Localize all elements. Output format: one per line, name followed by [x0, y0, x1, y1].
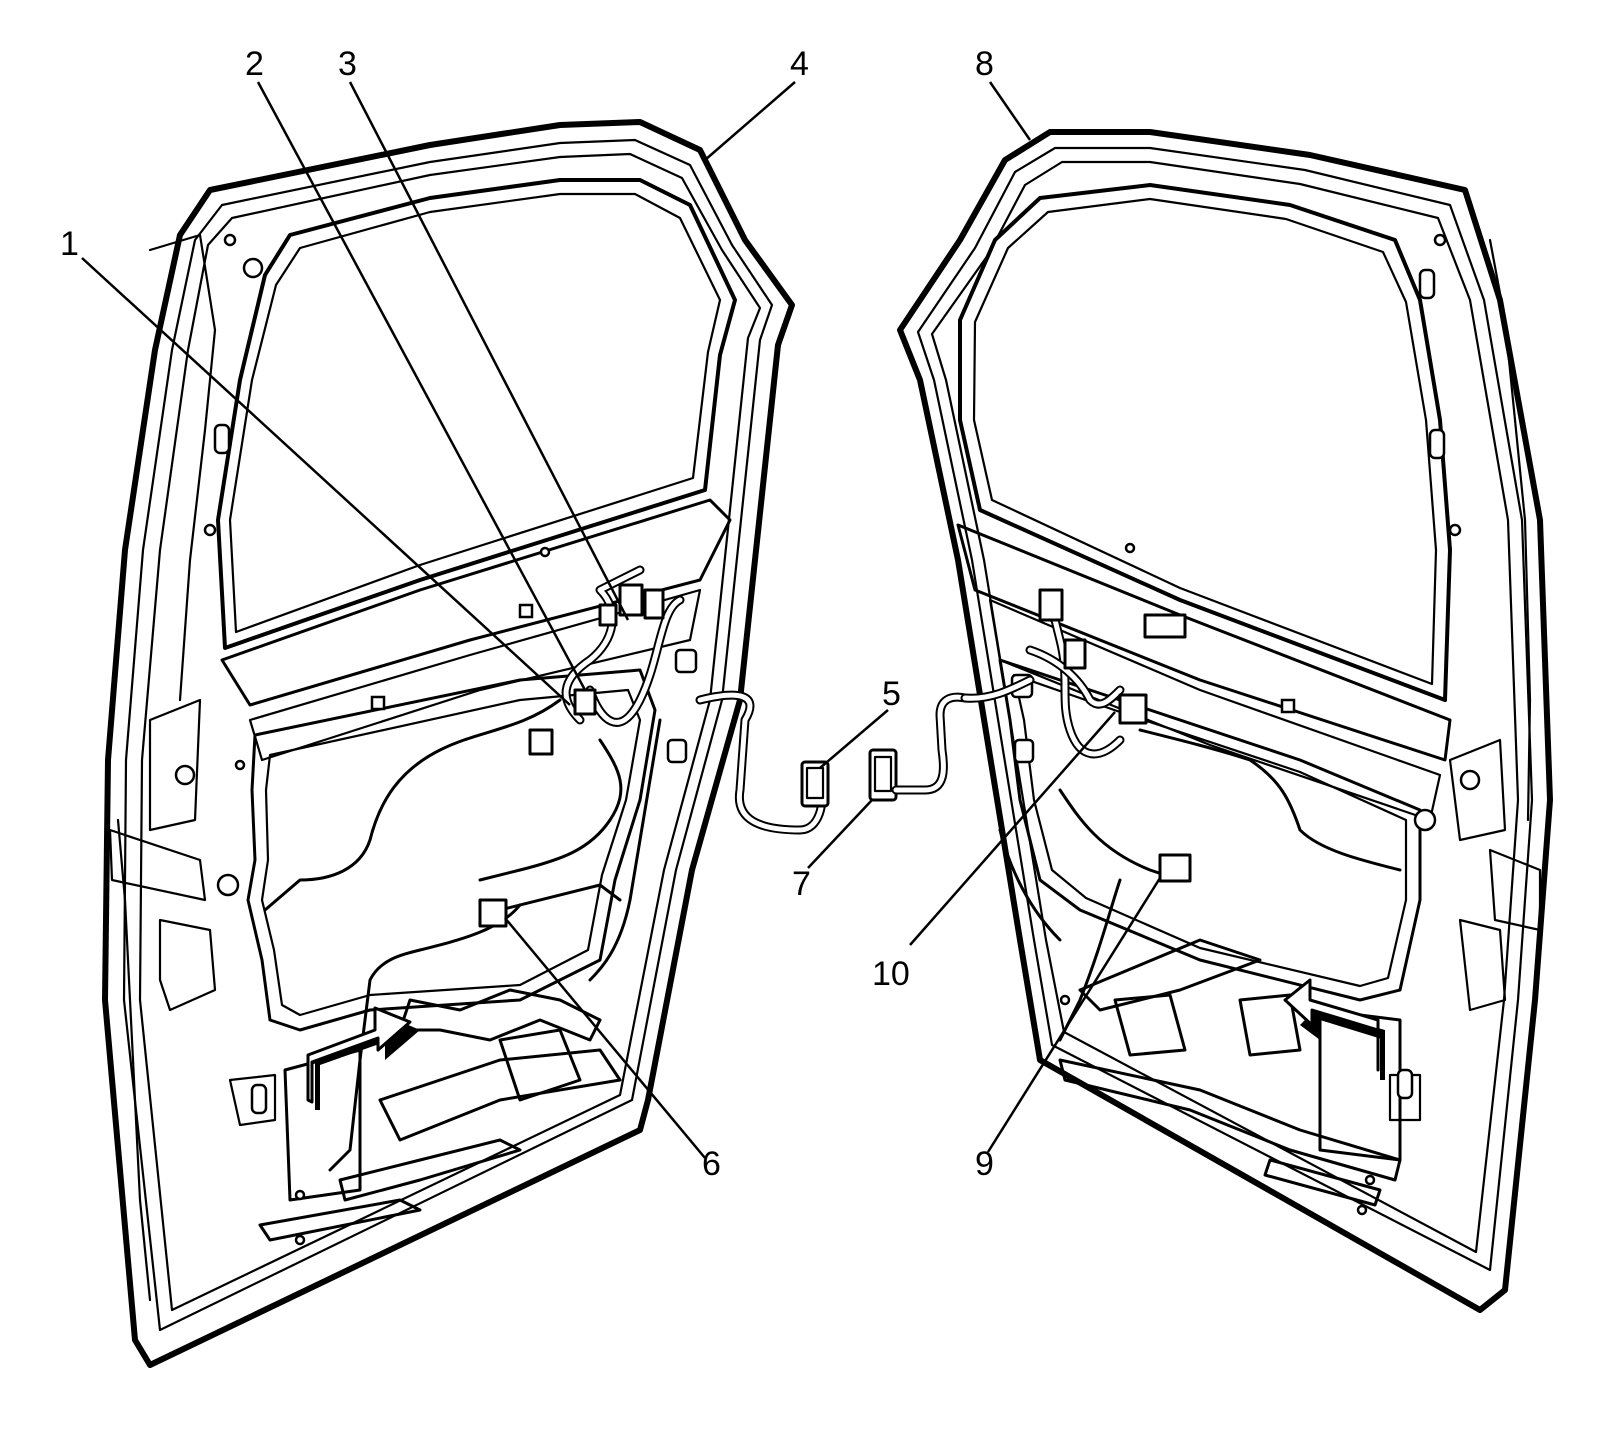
callout-3: 3	[338, 45, 357, 83]
callout-6: 6	[702, 1145, 721, 1183]
left-view-arrow	[306, 1006, 420, 1110]
left-door	[102, 119, 827, 1368]
callout-10: 10	[872, 955, 910, 993]
leader-lines	[81, 81, 1162, 1159]
callout-5: 5	[882, 675, 901, 713]
right-door	[897, 129, 1553, 1313]
right-door-window-opening	[958, 183, 1452, 702]
connector-5	[800, 760, 830, 808]
callout-1: 1	[60, 225, 79, 263]
callout-8: 8	[975, 45, 994, 83]
callout-labels: 1 2 3 4 5 6 7 8 9 10	[60, 45, 994, 1183]
right-view-arrow	[1283, 978, 1385, 1080]
callout-9: 9	[975, 1145, 994, 1183]
connector-7	[868, 692, 970, 802]
callout-2: 2	[245, 45, 264, 83]
callout-7: 7	[792, 865, 811, 903]
left-door-window-opening	[216, 178, 737, 650]
callout-4: 4	[790, 45, 809, 83]
